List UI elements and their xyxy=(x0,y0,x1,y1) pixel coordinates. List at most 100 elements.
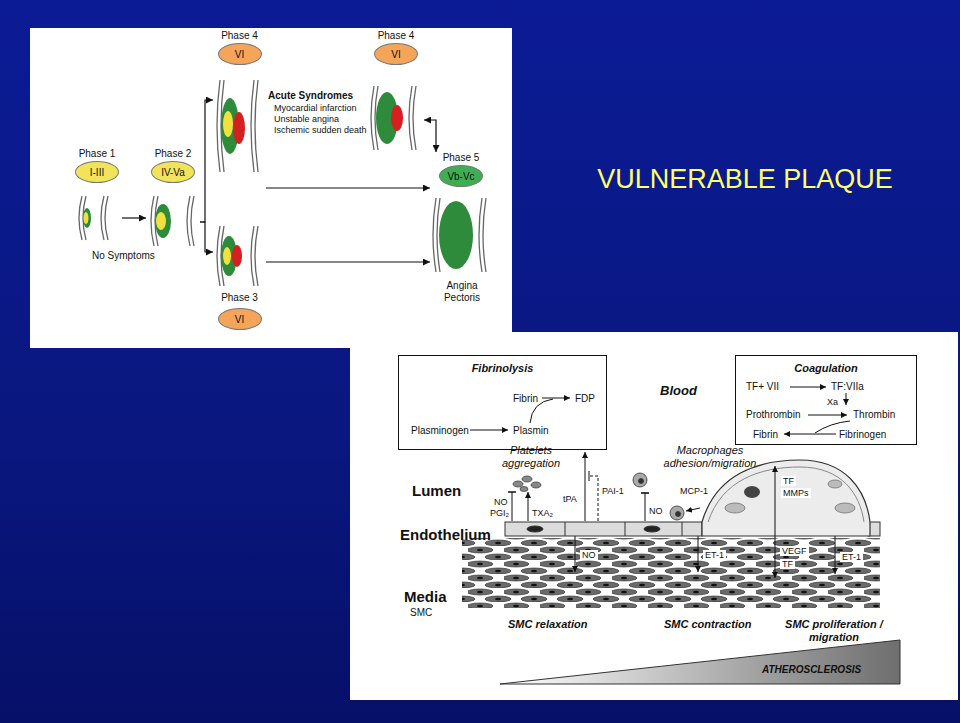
plaque-dome xyxy=(702,460,870,536)
plaque-part xyxy=(155,204,171,238)
label-text: NO xyxy=(494,497,508,507)
vessel-sketch xyxy=(217,80,258,172)
process-box: FibrinolysisFibrinFDPPlasminogenPlasmin xyxy=(398,355,607,450)
endothelium-band-part xyxy=(505,522,702,536)
signal-arrow-part xyxy=(645,493,646,521)
reaction-arrow-part xyxy=(470,430,508,431)
signal-arrow-part xyxy=(835,536,836,574)
label-text: ATHEROSCLEROSIS xyxy=(762,664,861,676)
phase-heading: Phase 3 xyxy=(213,292,266,304)
flow-arrow xyxy=(424,120,436,152)
stage-code: VI xyxy=(235,314,244,325)
phase-oval: VI xyxy=(374,43,418,65)
vessel-sketch-part xyxy=(101,196,104,240)
vessel-sketch xyxy=(433,198,486,272)
stage-code: VI xyxy=(235,49,244,60)
plaque xyxy=(221,98,245,154)
plaque xyxy=(221,236,242,276)
plaque-dome-part xyxy=(828,480,842,488)
endothelium-band-part xyxy=(644,526,660,532)
signal-arrow-part xyxy=(589,471,590,481)
phase-group: Phase 5Vb-Vc xyxy=(430,152,492,276)
plaque-dome-part xyxy=(702,460,870,536)
vessel-sketch-part xyxy=(105,196,108,240)
label-text: NO xyxy=(580,550,598,560)
plaque-part xyxy=(439,201,473,269)
label-text: SMC proliferation / migration xyxy=(778,618,890,643)
label-text: Myocardial infarction xyxy=(274,103,357,113)
flow-arrow xyxy=(266,187,430,188)
macrophage-part xyxy=(633,473,647,487)
plaque-part xyxy=(232,245,242,267)
phase-heading: Phase 4 xyxy=(368,30,424,42)
signal-arrow-part xyxy=(528,492,529,521)
box-heading: Coagulation xyxy=(736,362,916,375)
plaque-part xyxy=(233,112,245,144)
reaction-arrow-part xyxy=(784,434,836,435)
label-text: MMPs xyxy=(781,488,811,498)
plaque-dome-part xyxy=(744,486,760,498)
vessel-sketch-part xyxy=(409,86,412,150)
vessel-sketch-part xyxy=(151,196,154,246)
platelets-part xyxy=(522,476,532,482)
label-text: ET-1 xyxy=(703,550,726,560)
vessel-sketch-part xyxy=(79,196,82,240)
white-panel xyxy=(350,332,958,700)
platelets-part xyxy=(531,482,541,488)
vessel-sketch-part xyxy=(433,198,436,272)
label-text: SMC contraction xyxy=(664,618,751,631)
label-text: Endothelium xyxy=(400,526,491,543)
phase-oval: Vb-Vc xyxy=(439,165,483,187)
vessel-sketch-part xyxy=(413,86,416,150)
plaque xyxy=(376,92,403,144)
reaction-term: FDP xyxy=(575,393,595,405)
label-text: NO xyxy=(649,506,663,516)
phase-group: Phase 3 VI xyxy=(213,222,266,338)
process-box: CoagulationTF+ VIITF:VIIaXaProthrombinTh… xyxy=(735,355,917,445)
endothelium-band-part xyxy=(625,522,626,536)
flow-arrow xyxy=(266,261,430,262)
platelets xyxy=(513,476,541,492)
vessel-sketch-part xyxy=(255,80,258,172)
reaction-term: Fibrin xyxy=(753,429,778,441)
label-text: Unstable angina xyxy=(274,114,339,124)
phase-group: Phase 1I-III xyxy=(72,148,122,243)
reaction-term: TF:VIIa xyxy=(831,381,864,393)
vessel-sketch-part xyxy=(217,80,220,172)
vessel-sketch-part xyxy=(479,198,482,272)
reaction-arrow-part xyxy=(790,387,826,388)
label-text: Acute Syndromes xyxy=(268,90,353,102)
label-text: SMC xyxy=(410,607,432,619)
label-text: Media xyxy=(404,588,447,605)
label-text: TXA₂ xyxy=(532,508,553,518)
phase-group: Phase 2 IV-Va xyxy=(146,148,200,248)
reaction-term: Plasminogen xyxy=(411,425,469,437)
label-text: TF xyxy=(780,559,795,569)
stage-code: IV-Va xyxy=(161,167,185,178)
vessel-sketch-part xyxy=(191,196,194,246)
reaction-term: Fibrin xyxy=(513,393,538,405)
reaction-term: Thrombin xyxy=(853,409,895,421)
reaction-term: TF+ VII xyxy=(746,381,779,393)
vessel-sketch xyxy=(371,86,416,150)
phase-group: Phase 4VI xyxy=(368,30,424,154)
phase-oval: VI xyxy=(218,43,262,65)
phase-group: Phase 4VI xyxy=(213,30,266,192)
vessel-sketch-part xyxy=(251,226,254,286)
flow-arrow xyxy=(200,222,213,252)
signal-arrow-part xyxy=(512,492,513,521)
flow-arrow xyxy=(200,100,213,222)
endothelium-band-part xyxy=(565,522,566,536)
phase-oval: VI xyxy=(218,308,262,330)
label-text: TF xyxy=(781,476,796,486)
label-text: VEGF xyxy=(780,546,809,556)
phase-heading: Phase 2 xyxy=(146,148,200,160)
white-panel xyxy=(30,28,512,348)
reaction-term: Prothrombin xyxy=(746,409,800,421)
endothelium-band-part xyxy=(527,526,543,532)
plaque xyxy=(83,208,91,228)
vessel-sketch xyxy=(217,226,258,286)
vessel-sketch-part xyxy=(483,198,486,272)
progression-wedge xyxy=(500,640,900,684)
